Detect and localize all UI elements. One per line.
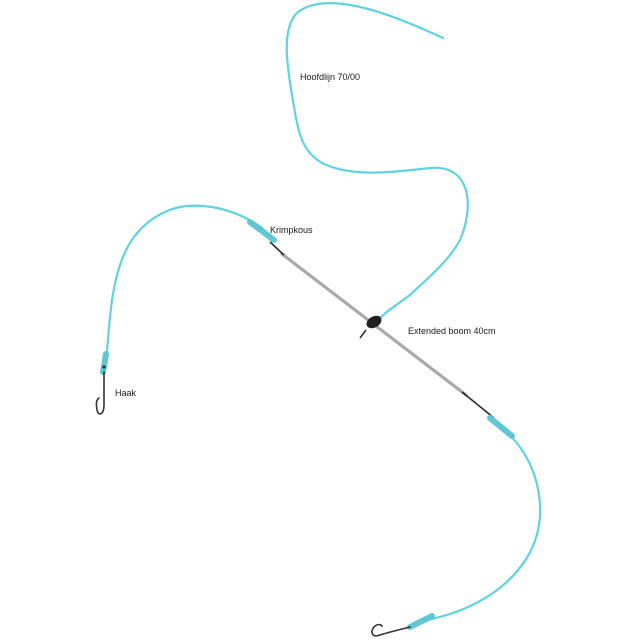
label-main-line: Hoofdlijn 70/00 — [300, 72, 360, 82]
boom-wire-lower — [461, 391, 495, 419]
crimp-sleeve-lower — [487, 415, 515, 439]
label-boom: Extended boom 40cm — [408, 326, 496, 336]
label-crimp: Krimpkous — [270, 225, 313, 235]
hook-knot-upper — [102, 365, 106, 369]
hook-sleeve-lower — [407, 613, 435, 630]
main-line — [285, 2, 469, 320]
crimp-sleeve-upper — [247, 219, 277, 243]
boom-wire-upper — [269, 241, 285, 256]
upper-snood — [104, 204, 264, 362]
hook-upper — [95, 371, 105, 415]
label-hook: Haak — [115, 388, 137, 398]
hook-lower — [371, 623, 411, 637]
swivel-bead — [366, 315, 382, 329]
hook-sleeve-upper — [100, 351, 109, 375]
lower-snood — [426, 426, 542, 622]
swivel-stub — [359, 329, 367, 339]
